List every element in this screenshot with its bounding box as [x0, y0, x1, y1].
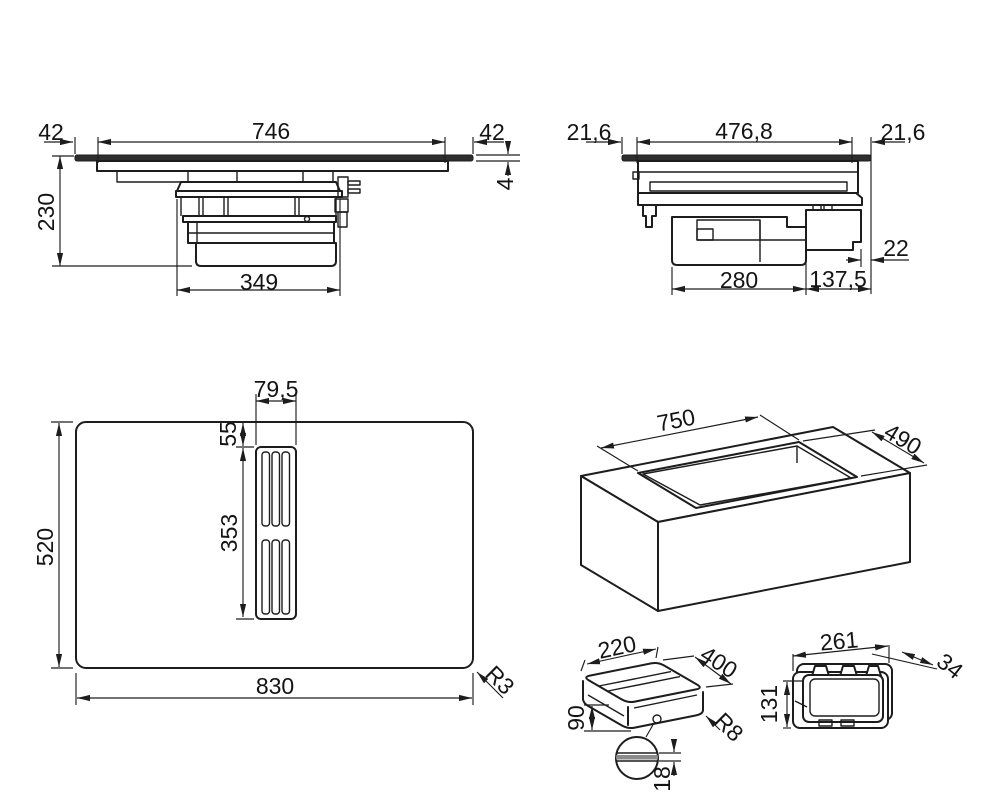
- dim-side-overhang-right: 21,6: [881, 119, 926, 145]
- mounting-plate-front: [175, 190, 343, 198]
- side-elevation-linework: [621, 154, 872, 266]
- dim-front-lower-unit-width: 349: [240, 269, 278, 295]
- view-plan: 79,5 55 353 520 830 R3: [32, 376, 520, 705]
- grille-slot: [261, 451, 271, 527]
- dim-duct-height: 90: [563, 705, 589, 731]
- terminal-block: [337, 176, 349, 198]
- plan-dimensions: 79,5 55 353 520 830 R3: [32, 376, 520, 705]
- view-side-elevation: 21,6 476,8 21,6 22 280 137,5: [567, 118, 926, 295]
- detail-marker-dot: [652, 714, 662, 724]
- flange-foot: [840, 719, 855, 727]
- vent-grille: [255, 446, 297, 620]
- grille-slot: [271, 539, 281, 615]
- dim-plan-hob-depth: 520: [32, 528, 58, 566]
- grille-slot: [271, 451, 281, 527]
- dim-duct-wall-thickness: 18: [649, 766, 675, 792]
- dim-side-lower-unit-width: 280: [720, 267, 758, 293]
- duct-box-side: [805, 209, 862, 251]
- side-elevation-dimensions: 21,6 476,8 21,6 22 280 137,5: [567, 118, 926, 295]
- dim-plan-grille-length: 353: [216, 514, 242, 552]
- flange-dimensions: 261 34 131: [756, 626, 968, 729]
- duct-wall-section: [616, 755, 658, 760]
- view-outlet-flange: 261 34 131: [756, 626, 968, 729]
- front-elevation-linework: [74, 154, 474, 267]
- motor-box-side: [671, 216, 807, 266]
- worktop-front-face: [657, 472, 911, 612]
- dim-front-total-height: 230: [33, 193, 59, 231]
- grille-slot: [281, 451, 291, 527]
- dim-flange-height: 131: [756, 685, 782, 723]
- hob-frame-front: [96, 160, 449, 172]
- dim-plan-grille-top-offset: 55: [215, 421, 241, 447]
- dim-plan-grille-width: 79,5: [254, 376, 299, 402]
- cutout-dimensions: 750 490: [596, 404, 928, 477]
- dim-side-lower-unit-offset: 137,5: [809, 266, 867, 292]
- cutout-hole: [637, 441, 858, 509]
- dim-front-overhang-left: 42: [38, 119, 64, 145]
- plan-linework: [75, 421, 474, 669]
- dim-front-top-width: 746: [252, 118, 290, 144]
- cutout-linework: [580, 426, 911, 612]
- motor-box-front: [195, 242, 337, 267]
- view-front-elevation: 42 746 42 4 230 349: [33, 118, 520, 296]
- flange-linework: [792, 663, 893, 729]
- flange-connector: [802, 674, 884, 723]
- front-elevation-dimensions: 42 746 42 4 230 349: [33, 118, 520, 296]
- dim-flange-width: 261: [819, 626, 859, 655]
- dim-front-overhang-right: 42: [479, 119, 505, 145]
- dim-side-overhang-left: 21,6: [567, 119, 612, 145]
- duct-top-face: [585, 662, 701, 703]
- grille-slot: [261, 539, 271, 615]
- dim-side-top-width: 476,8: [715, 118, 773, 144]
- hob-frame-side: [637, 160, 859, 194]
- view-cutout-3d: 750 490: [580, 404, 928, 612]
- grille-slot: [281, 539, 291, 615]
- dim-plan-hob-width: 830: [256, 673, 294, 699]
- dim-side-rear-offset: 22: [883, 235, 909, 261]
- side-foot: [642, 204, 657, 228]
- dim-front-glass-thickness: 4: [492, 177, 518, 190]
- flange-foot: [818, 719, 833, 727]
